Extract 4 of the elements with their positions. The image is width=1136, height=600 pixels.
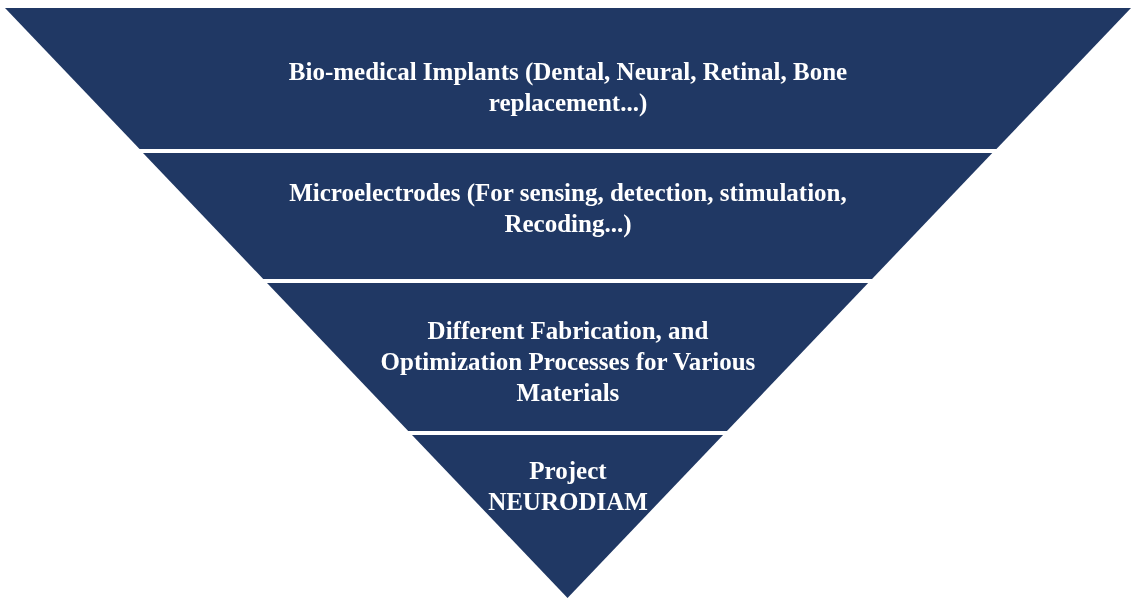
layer-label: Bio-medical Implants (Dental, Neural, Retinal, Bone replacement...) bbox=[287, 57, 849, 118]
layer-label: Different Fabrication, and Optimization Processes for Various Materials bbox=[379, 316, 757, 408]
layer-label: Microelectrodes (For sensing, detection, stimulation, Recoding...) bbox=[288, 178, 848, 239]
layer-label: Project NEURODIAM bbox=[487, 456, 649, 517]
